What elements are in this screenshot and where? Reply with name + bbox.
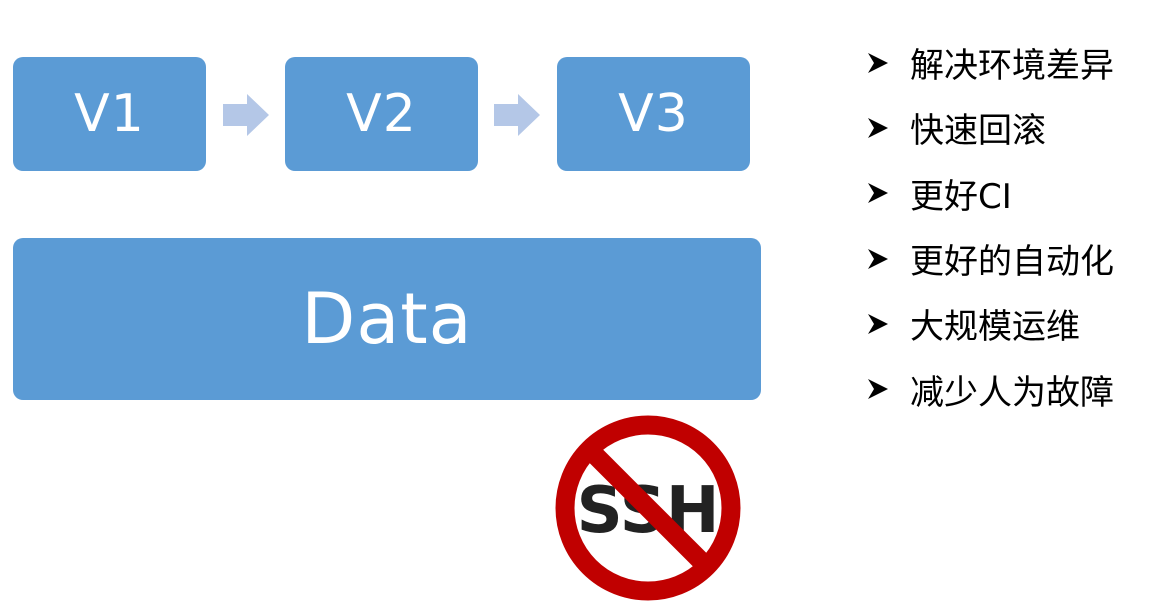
list-item-text: 大规模运维 [910, 307, 1080, 348]
right-arrow-icon [223, 94, 269, 136]
list-item-text: 更好的自动化 [910, 242, 1114, 283]
arrowhead-bullet-icon [868, 183, 888, 204]
list-item: 更好的自动化 [866, 226, 1114, 291]
no-ssh-prohibited-icon: SSH [555, 415, 741, 601]
arrowhead-bullet-icon [868, 379, 888, 400]
version-label: V1 [74, 84, 145, 144]
list-item: 更好CI [866, 161, 1114, 226]
right-arrow-icon [494, 94, 540, 136]
list-item: 解决环境差异 [866, 30, 1114, 95]
data-box: Data [13, 238, 761, 400]
version-box-v1: V1 [13, 57, 206, 171]
version-box-v2: V2 [285, 57, 478, 171]
list-item-text: 减少人为故障 [910, 372, 1114, 413]
arrowhead-bullet-icon [868, 52, 888, 73]
version-box-v3: V3 [557, 57, 750, 171]
list-item: 减少人为故障 [866, 356, 1114, 421]
list-item: 快速回滚 [866, 95, 1114, 160]
data-label: Data [301, 278, 473, 360]
list-item: 大规模运维 [866, 291, 1114, 356]
list-item-text: 解决环境差异 [910, 46, 1114, 87]
version-label: V3 [618, 84, 689, 144]
version-label: V2 [346, 84, 417, 144]
arrowhead-bullet-icon [868, 313, 888, 334]
arrowhead-bullet-icon [868, 117, 888, 138]
list-item-text: 快速回滚 [910, 111, 1046, 152]
arrowhead-bullet-icon [868, 248, 888, 269]
benefits-list: 解决环境差异 快速回滚 更好CI 更好的自动化 大规模运维 减少人为故障 [866, 30, 1114, 422]
list-item-text: 更好CI [910, 176, 1012, 217]
